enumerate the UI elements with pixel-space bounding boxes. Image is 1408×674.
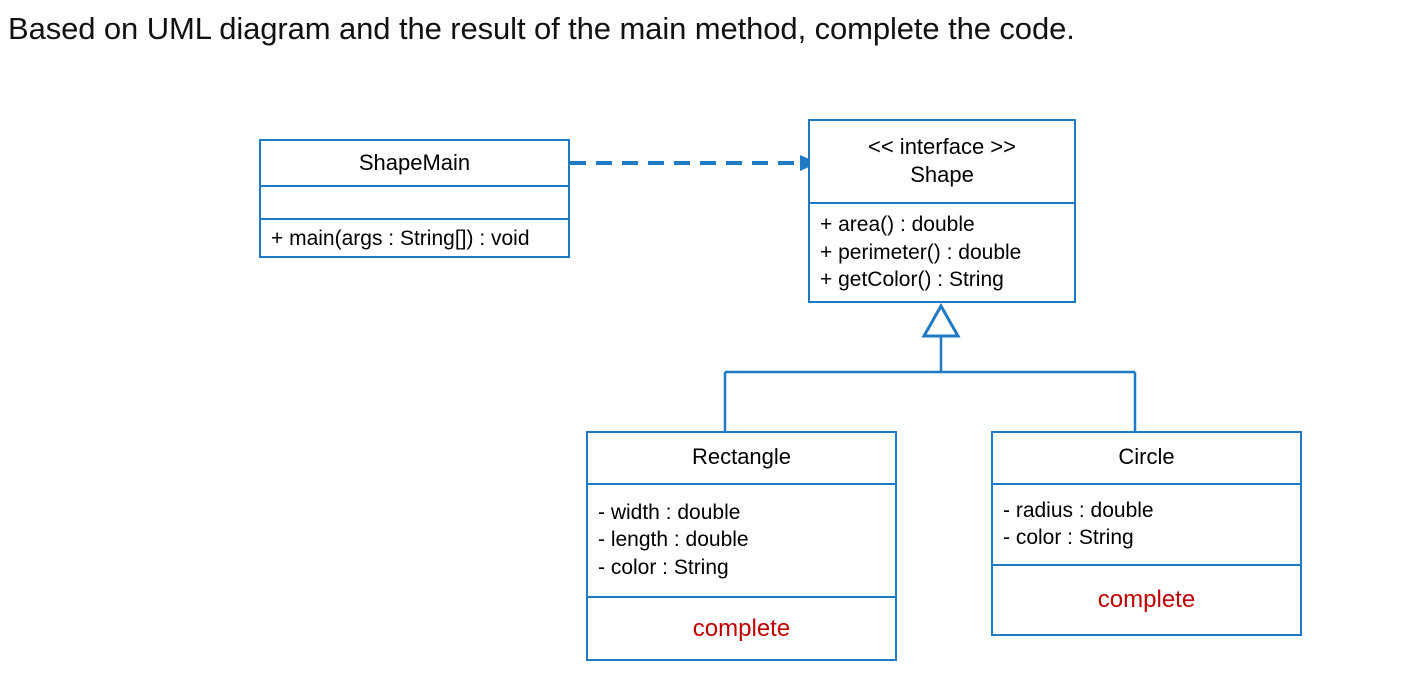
shape-operation-perimeter: + perimeter() : double [820, 240, 1022, 264]
shape-interface-name: Shape [910, 162, 974, 188]
rectangle-complete-placeholder: complete [692, 614, 791, 642]
page-title: Based on UML diagram and the result of t… [8, 11, 1075, 46]
rectangle-attribute-color: - color : String [598, 555, 729, 579]
shape-stereotype: << interface >> [868, 133, 1016, 159]
circle-name-compartment: Circle [993, 433, 1300, 483]
shapemain-operations-compartment: + main(args : String[]) : void [261, 218, 568, 256]
rectangle-attribute-length: - length : double [598, 528, 749, 552]
rectangle-name-compartment: Rectangle [588, 433, 895, 483]
shapemain-name-compartment: ShapeMain [261, 141, 568, 185]
rectangle-operations-compartment: complete [588, 595, 895, 659]
rectangle-class-name: Rectangle [691, 444, 792, 470]
circle-attribute-radius: - radius : double [1003, 498, 1154, 522]
shape-name-compartment: << interface >> Shape [810, 121, 1074, 202]
uml-class-shapemain[interactable]: ShapeMain + main(args : String[]) : void [259, 139, 570, 258]
realization-tree-to-shape [723, 302, 1137, 431]
shapemain-attributes-compartment [261, 184, 568, 219]
shapemain-class-name: ShapeMain [358, 149, 471, 175]
rectangle-attribute-width: - width : double [598, 501, 741, 525]
circle-attribute-color: - color : String [1003, 526, 1134, 550]
circle-attributes-compartment: - radius : double - color : String [993, 482, 1300, 564]
uml-class-rectangle[interactable]: Rectangle - width : double - length : do… [586, 431, 897, 661]
shapemain-operation-main: + main(args : String[]) : void [271, 226, 530, 250]
circle-complete-placeholder: complete [1097, 586, 1196, 614]
circle-operations-compartment: complete [993, 563, 1300, 634]
uml-interface-shape[interactable]: << interface >> Shape + area() : double … [808, 119, 1076, 303]
uml-class-circle[interactable]: Circle - radius : double - color : Strin… [991, 431, 1302, 636]
shape-operation-getcolor: + getColor() : String [820, 267, 1004, 291]
shape-operation-area: + area() : double [820, 213, 975, 237]
circle-class-name: Circle [1118, 444, 1175, 470]
shape-operations-compartment: + area() : double + perimeter() : double… [810, 201, 1074, 301]
rectangle-attributes-compartment: - width : double - length : double - col… [588, 482, 895, 596]
dependency-shapemain-to-shape [570, 155, 818, 171]
